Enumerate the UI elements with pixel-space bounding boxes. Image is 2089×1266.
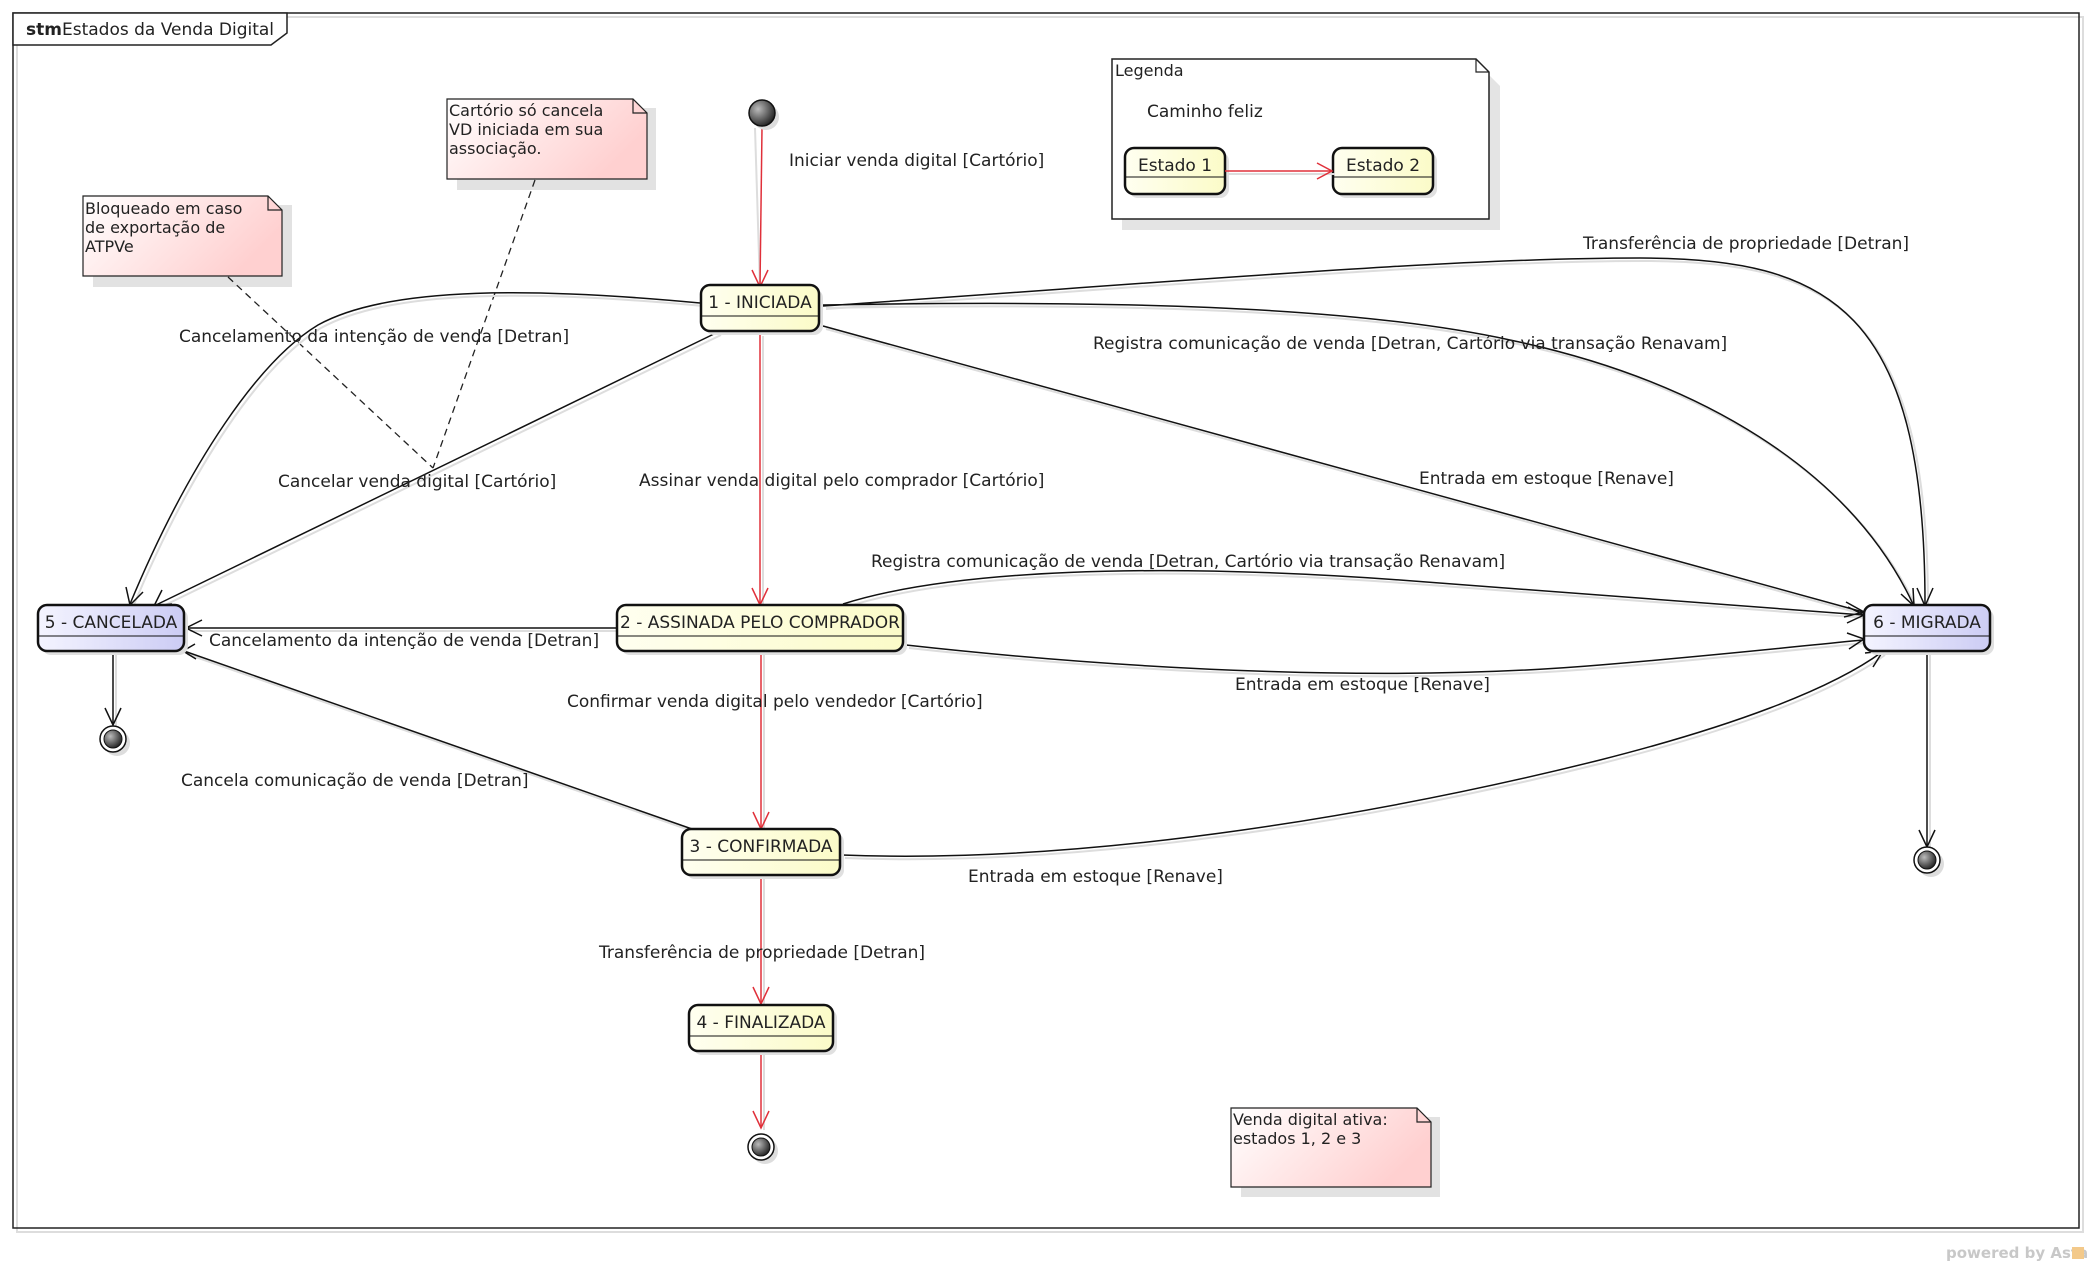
state-6-label: 6 - MIGRADA [1873,613,1981,633]
label-entrada-3: Entrada em estoque [Renave] [968,867,1223,887]
legend-title: Legenda [1115,61,1184,80]
transition-1-to-6-entrada [822,325,1864,613]
note-ativa: Venda digital ativa: estados 1, 2 e 3 [1230,1107,1440,1197]
astah-watermark: powered by Astah [1946,1244,2089,1262]
state-1-iniciada: 1 - INICIADA [699,283,823,335]
note-ativa-line-1: Venda digital ativa: [1233,1110,1388,1129]
label-cancelar-vd: Cancelar venda digital [Cartório] [278,472,556,492]
note-cartorio: Cartório só cancela VD iniciada em sua a… [446,98,656,190]
note-ativa-line-2: estados 1, 2 e 3 [1233,1129,1361,1148]
transition-1-to-5-curve [132,294,704,608]
state-1-label: 1 - INICIADA [708,293,812,313]
transition-1-to-5-curve-line [129,291,701,605]
transition-3-to-6-entrada [841,651,1883,857]
initial-state [748,99,779,130]
label-assinar: Assinar venda digital pelo comprador [Ca… [639,471,1044,491]
label-entrada-1: Entrada em estoque [Renave] [1419,469,1674,489]
black-transitions [112,257,1931,861]
legend-state-1-label: Estado 1 [1138,156,1212,176]
state-5-label: 5 - CANCELADA [45,613,178,633]
note-cartorio-line-3: associação. [449,139,542,158]
label-transferencia-6: Transferência de propriedade [Detran] [1582,234,1909,254]
note-bloqueado: Bloqueado em caso de exportação de ATPVe [82,195,292,287]
state-2-label: 2 - ASSINADA PELO COMPRADOR [620,613,900,633]
transition-1-to-5-straight [155,331,719,606]
transition-2-to-6-registra [842,569,1864,616]
legend-state-2: Estado 2 [1331,146,1437,198]
note-bloqueado-line-2: de exportação de [85,218,225,237]
state-4-finalizada: 4 - FINALIZADA [687,1003,837,1055]
final-state-6 [1913,846,1944,877]
label-transferencia-4: Transferência de propriedade [Detran] [598,943,925,963]
transition-1-to-6-transferencia [822,257,1926,605]
state-4-label: 4 - FINALIZADA [696,1013,825,1033]
frame-title: Estados da Venda Digital [62,20,274,40]
state-3-confirmada: 3 - CONFIRMADA [680,827,844,879]
transition-3-to-5 [183,650,693,830]
label-registra-2: Registra comunicação de venda [Detran, C… [871,552,1505,572]
final-state-4 [747,1133,778,1164]
note-bloqueado-line-1: Bloqueado em caso [85,199,242,218]
astah-logo-icon [2072,1247,2084,1259]
label-cancel-intencao-2: Cancelamento da intenção de venda [Detra… [209,631,599,651]
transition-start-to-1 [759,127,763,287]
note-cartorio-line-2: VD iniciada em sua [449,120,603,139]
watermark-text: powered by Astah [1946,1244,2089,1262]
legend-subtitle: Caminho feliz [1147,102,1263,122]
legend-happy-arrow [1225,162,1335,180]
state-6-migrada: 6 - MIGRADA [1862,603,1994,655]
legend-state-1: Estado 1 [1123,146,1229,198]
label-cancela-comunicacao: Cancela comunicação de venda [Detran] [181,771,529,791]
label-entrada-2: Entrada em estoque [Renave] [1235,675,1490,695]
label-confirmar: Confirmar venda digital pelo vendedor [C… [567,692,983,712]
note-anchors [227,179,536,469]
diagram-frame: stm Estados da Venda Digital [12,12,2084,1233]
frame-keyword: stm [26,20,62,40]
label-cancel-intencao-1: Cancelamento da intenção de venda [Detra… [179,327,569,347]
legend-state-2-label: Estado 2 [1346,156,1420,176]
transition-labels: Iniciar venda digital [Cartório] Assinar… [179,151,1909,963]
black-arrowheads [104,586,1936,849]
state-5-cancelada: 5 - CANCELADA [36,603,188,655]
note-cartorio-line-1: Cartório só cancela [449,101,603,120]
final-state-5 [99,725,130,756]
label-iniciar: Iniciar venda digital [Cartório] [789,151,1044,171]
label-registra-1: Registra comunicação de venda [Detran, C… [1093,334,1727,354]
state-3-label: 3 - CONFIRMADA [689,837,832,857]
transition-1-to-6-registra [822,302,1914,605]
note-bloqueado-line-3: ATPVe [85,237,134,256]
transition-2-to-6-entrada [905,639,1864,675]
state-2-assinada: 2 - ASSINADA PELO COMPRADOR [615,603,907,655]
legend: Legenda Caminho feliz Estado 1 Estado 2 [1111,58,1500,230]
